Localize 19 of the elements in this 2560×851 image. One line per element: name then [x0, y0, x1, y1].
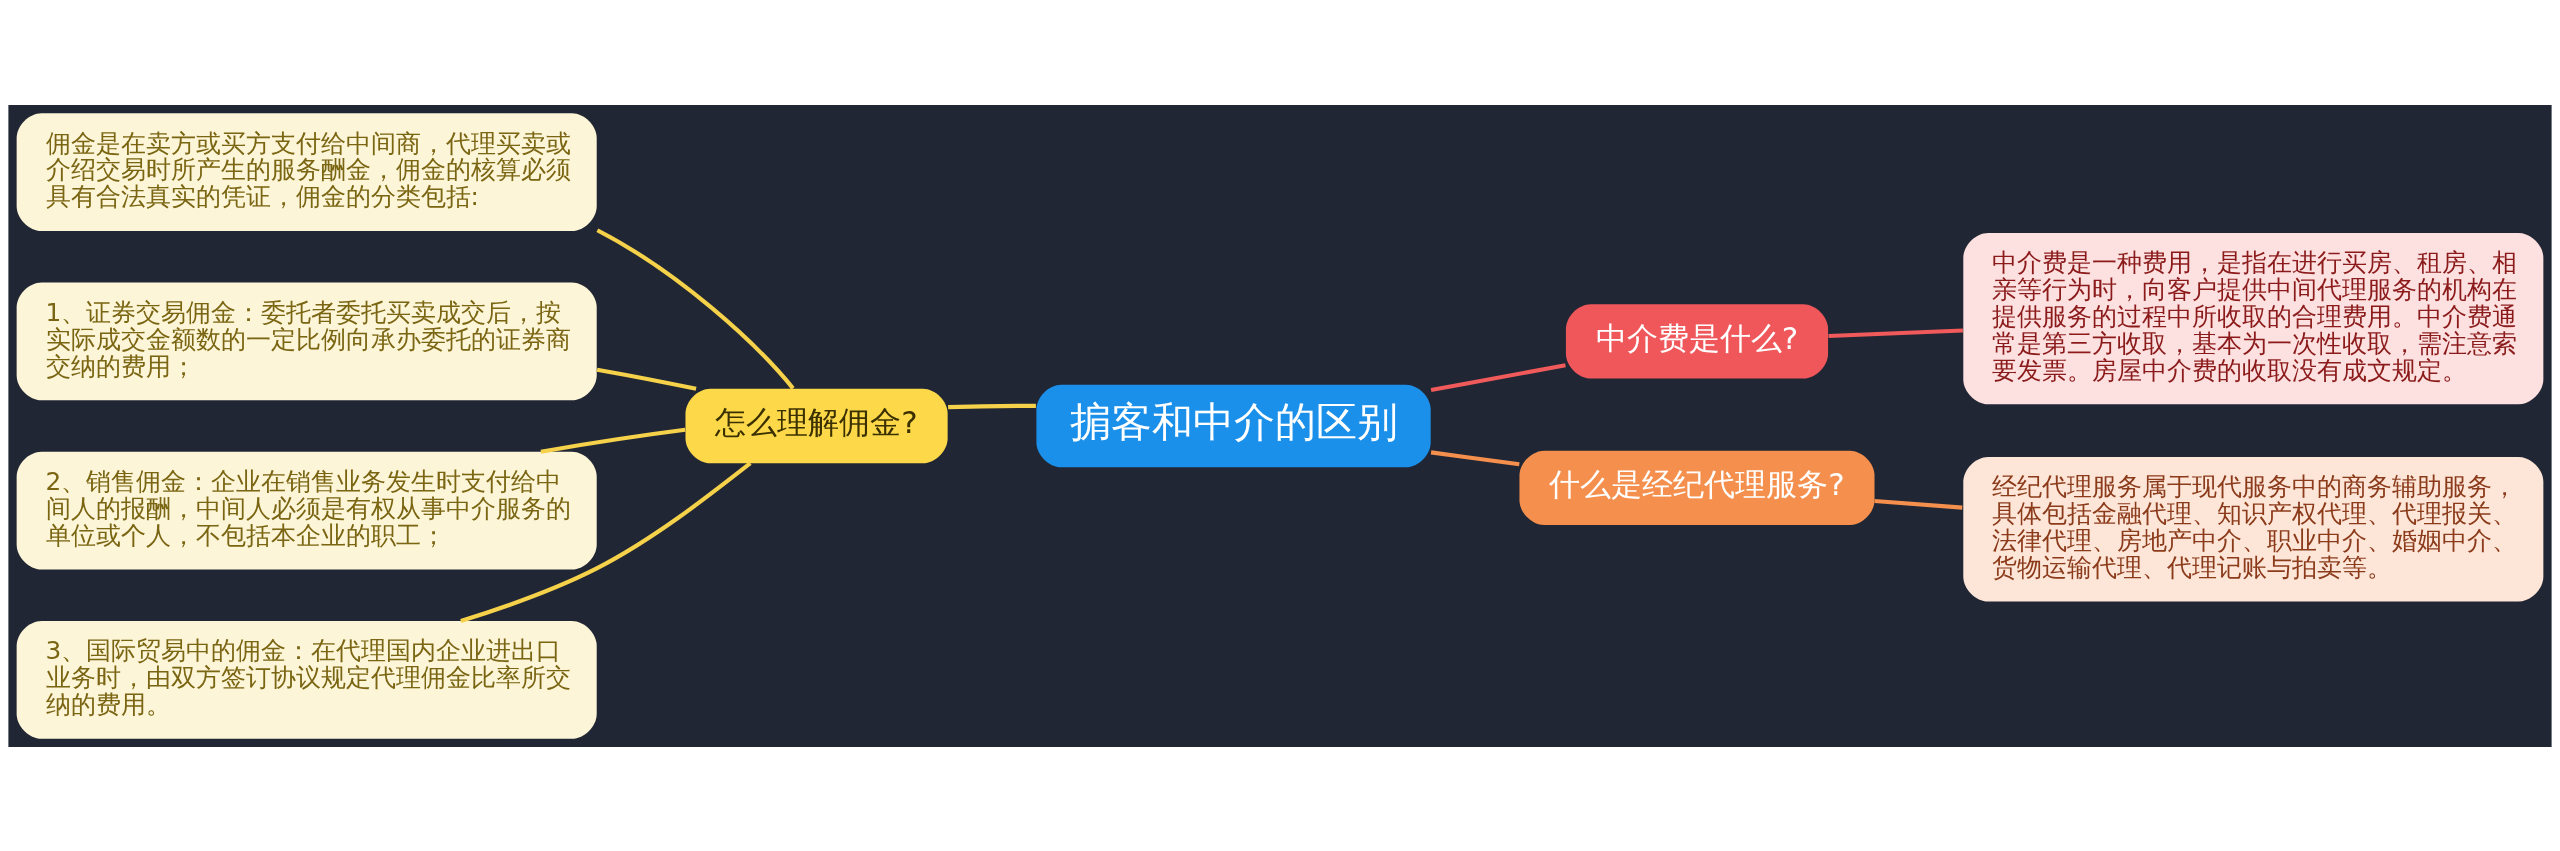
- connector: [1430, 449, 1520, 466]
- node-box: 怎么理解佣金?: [685, 388, 948, 463]
- connector: [540, 427, 686, 454]
- connector: [596, 367, 697, 391]
- node-box: 中介费是什么?: [1565, 303, 1829, 378]
- node-box: 2、销售佣金：企业在销售业务发生时支付给中间人的报酬，中间人必须是有权从事中介服务的单位或个人，不包括本企业的职工；: [16, 451, 597, 569]
- connector: [596, 227, 795, 390]
- connector: [460, 461, 752, 623]
- node-box: 什么是经纪代理服务?: [1519, 450, 1875, 525]
- connector: [1828, 327, 1963, 338]
- connector: [1874, 498, 1963, 510]
- node-box: 中介费是一种费用，是指在进行买房、租房、相亲等行为时，向客户提供中间代理服务的机构在提供服务的过程中所收取的合理费用。中介费通常是第三方收取，基本为一次性收取，需注意索要发票。房屋中介费的收取没有成文规定。: [1963, 232, 2544, 404]
- node-box: 3、国际贸易中的佣金：在代理国内企业进出口业务时，由双方签订协议规定代理佣金比率所交纳的费用。: [16, 620, 597, 739]
- node-box: 1、证券交易佣金：委托者委托买卖成交后，按实际成交金额数的一定比例向承办委托的证券商交纳的费用；: [16, 282, 597, 400]
- node-box: 经纪代理服务属于现代服务中的商务辅助服务，具体包括金融代理、知识产权代理、代理报关、法律代理、房地产中介、职业中介、婚姻中介、货物运输代理、代理记账与拍卖等。: [1963, 456, 2544, 601]
- node-box: 掮客和中介的区别: [1036, 384, 1431, 467]
- connector: [948, 403, 1036, 409]
- connector: [1430, 362, 1566, 392]
- node-box: 佣金是在卖方或买方支付给中间商，代理买卖或介绍交易时所产生的服务酬金，佣金的核算必须具有合法真实的凭证，佣金的分类包括:: [16, 112, 597, 231]
